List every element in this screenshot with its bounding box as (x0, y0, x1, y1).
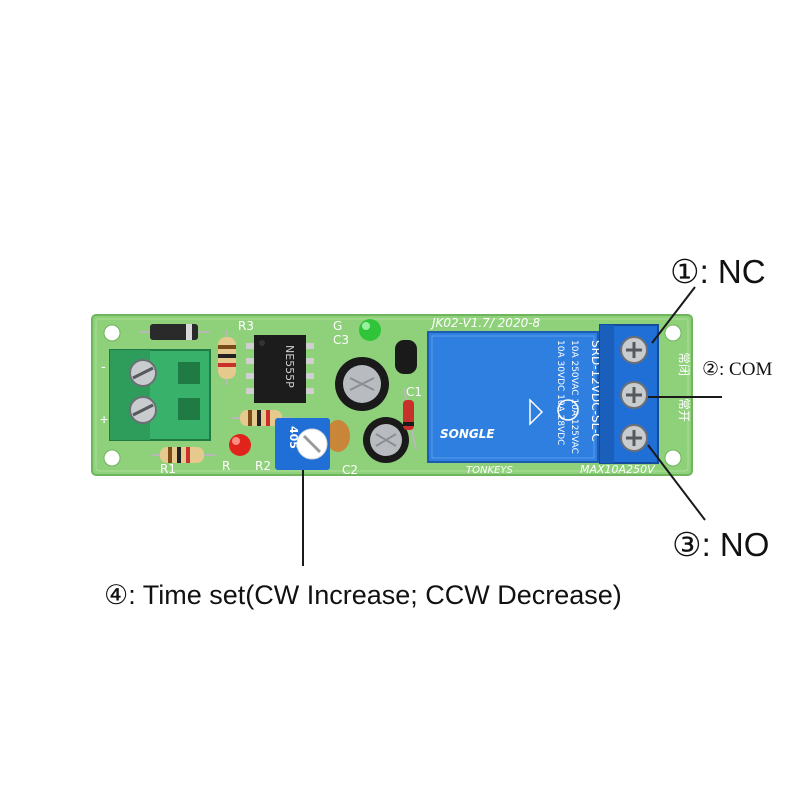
resistor-r1 (152, 447, 215, 463)
label-cn-nc: 常闭 (677, 352, 691, 376)
relay-brand: SONGLE (440, 427, 495, 441)
label-r: R (222, 459, 230, 473)
label-c1: C1 (406, 385, 422, 399)
ne555-chip (246, 335, 314, 403)
input-plus-label: + (100, 411, 108, 427)
nc-callout-line (651, 286, 696, 344)
potentiometer[interactable] (275, 418, 330, 470)
board-rating: MAX10A250V (580, 463, 656, 476)
green-led (359, 319, 381, 341)
label-r2: R2 (255, 459, 271, 473)
label-c2: C2 (342, 463, 358, 477)
capacitor-c2 (363, 417, 409, 463)
relay-spec-line-1: 10A 250VAC 10A 125VAC (569, 340, 579, 454)
label-g: G (333, 319, 342, 333)
power-input-terminal (109, 349, 211, 441)
no-callout-line (647, 444, 706, 521)
red-led (229, 434, 251, 456)
small-diode (403, 387, 417, 451)
com-callout: ②: COM (702, 359, 773, 380)
mount-hole (103, 324, 121, 342)
output-terminal (599, 324, 659, 464)
ceramic-capacitor (326, 420, 350, 452)
mount-hole (664, 449, 682, 467)
nc-callout: ①: NC (670, 253, 766, 290)
capacitor-c3 (335, 357, 389, 411)
no-callout: ③: NO (672, 526, 770, 563)
label-cn-no: 常开 (677, 398, 691, 422)
diode (140, 324, 210, 340)
time-set-callout: ④: Time set(CW Increase; CCW Decrease) (104, 580, 622, 610)
mount-hole (664, 324, 682, 342)
label-c3: C3 (333, 333, 349, 347)
label-r3: R3 (238, 319, 254, 333)
transistor (395, 340, 417, 374)
chip-marking: NE555P (283, 345, 296, 388)
board-version: JK02-V1.7/ 2020-8 (430, 316, 541, 330)
relay-spec-line-2: 10A 30VDC 10A 28VDC (555, 340, 565, 445)
input-minus-label: - (101, 358, 106, 374)
relay (427, 331, 599, 463)
mount-hole (103, 449, 121, 467)
label-r1: R1 (160, 462, 176, 476)
resistor-r3 (218, 330, 236, 385)
pot-marking: 405 (287, 426, 300, 449)
board-brand: TONKEYS (466, 465, 513, 476)
